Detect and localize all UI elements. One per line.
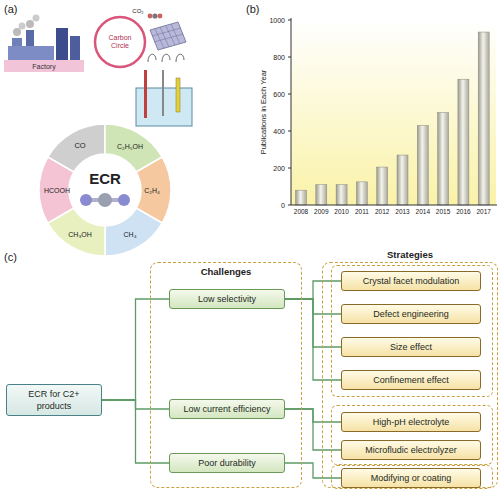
co2-molecule (80, 193, 130, 207)
box-text: Crystal facet modulation (346, 275, 476, 287)
bar (458, 79, 469, 205)
axis-tick-label: 1000 (269, 17, 285, 24)
product-ring (39, 124, 171, 256)
bar (397, 155, 408, 205)
box-text: Poor durability (174, 457, 280, 469)
bar (438, 113, 449, 206)
process-box: Confinement effect (341, 370, 481, 390)
process-box: Modifying or coating (341, 468, 481, 488)
axis-tick-label: 2009 (314, 209, 328, 216)
bar (356, 182, 367, 205)
group-heading: Strategies (323, 249, 497, 260)
axis-tick-label: 2011 (355, 209, 369, 216)
tick (288, 94, 291, 95)
axis-tick-label: 2014 (416, 209, 430, 216)
connector (102, 400, 169, 463)
axis-tick-label: 2012 (375, 209, 389, 216)
box-text: Defect engineering (346, 308, 476, 320)
bar (336, 185, 347, 205)
bar (316, 185, 327, 205)
panel-label: (b) (246, 4, 259, 15)
tick (288, 20, 291, 21)
box-text: Size effect (346, 341, 476, 353)
bar-series (296, 32, 490, 205)
text-label: HCOOH (44, 187, 70, 194)
axis-tick-label: 2008 (294, 209, 308, 216)
axis-title: Publications in Each Year (260, 70, 268, 155)
connector (285, 299, 341, 380)
mesh-icon (148, 13, 186, 50)
electrolysis-cell (136, 54, 192, 126)
connector (285, 281, 341, 299)
text-label: C₂H₅OH (117, 143, 143, 150)
axis-tick-label: 0 (281, 202, 285, 209)
panel-label: (c) (4, 252, 17, 263)
process-box: Poor durability (169, 453, 285, 473)
process-box: Defect engineering (341, 304, 481, 324)
axis-tick-label: 2015 (436, 209, 450, 216)
axis-tick-label: 2016 (456, 209, 470, 216)
text-label: CO₂ (132, 8, 143, 14)
axis-tick-label: 2010 (334, 209, 348, 216)
text-label: CH₃OH (68, 231, 91, 238)
carbon-circle (95, 17, 145, 67)
panel-label: (a) (4, 4, 17, 15)
box-text: High-pH electrolyte (346, 416, 476, 428)
axis-tick-label: 2017 (476, 209, 490, 216)
process-box: Low current efficiency (169, 399, 285, 419)
chart-axes (291, 18, 497, 205)
tick (288, 205, 291, 206)
connector (285, 409, 341, 450)
text-label: CO (74, 142, 85, 150)
box-text: ECR for C2+ products (11, 388, 97, 412)
box-text: Low selectivity (174, 293, 280, 305)
axis-tick-label: 600 (273, 91, 285, 98)
tick (288, 131, 291, 132)
axis-tick-label: 400 (273, 128, 285, 135)
process-box: High-pH electrolyte (341, 412, 481, 432)
group-frame: ChallengesLow selectivityLow current eff… (150, 262, 302, 488)
box-text: Low current efficiency (174, 403, 280, 415)
connector (102, 299, 169, 400)
bar (296, 190, 307, 205)
process-box: Crystal facet modulation (341, 271, 481, 291)
bar (417, 125, 428, 205)
text-label: Factory (32, 63, 55, 70)
text-label: CH₄ (124, 231, 137, 238)
tick (288, 168, 291, 169)
bar (377, 167, 388, 205)
factory-icon (4, 15, 84, 73)
axis-tick-label: 800 (273, 54, 285, 61)
process-box: Microfludic electrolyzer (341, 440, 481, 460)
axis-tick-label: 2013 (395, 209, 409, 216)
process-box: ECR for C2+ products (6, 384, 102, 416)
tick (288, 57, 291, 58)
text-label: Carbon Circle (100, 34, 140, 49)
process-box: Size effect (341, 337, 481, 357)
text-label: C₂H₄ (144, 187, 160, 194)
group-heading: Challenges (151, 266, 301, 277)
box-text: Modifying or coating (346, 472, 476, 484)
text-label: ECR (89, 171, 121, 186)
box-text: Confinement effect (346, 374, 476, 386)
bar (478, 32, 489, 205)
process-box: Low selectivity (169, 289, 285, 309)
axis-ticks (288, 20, 291, 205)
group-frame: StrategiesCrystal facet modulationDefect… (322, 262, 498, 488)
axis-tick-label: 200 (273, 165, 285, 172)
chart-ground (291, 20, 496, 205)
box-text: Microfludic electrolyzer (346, 444, 476, 456)
